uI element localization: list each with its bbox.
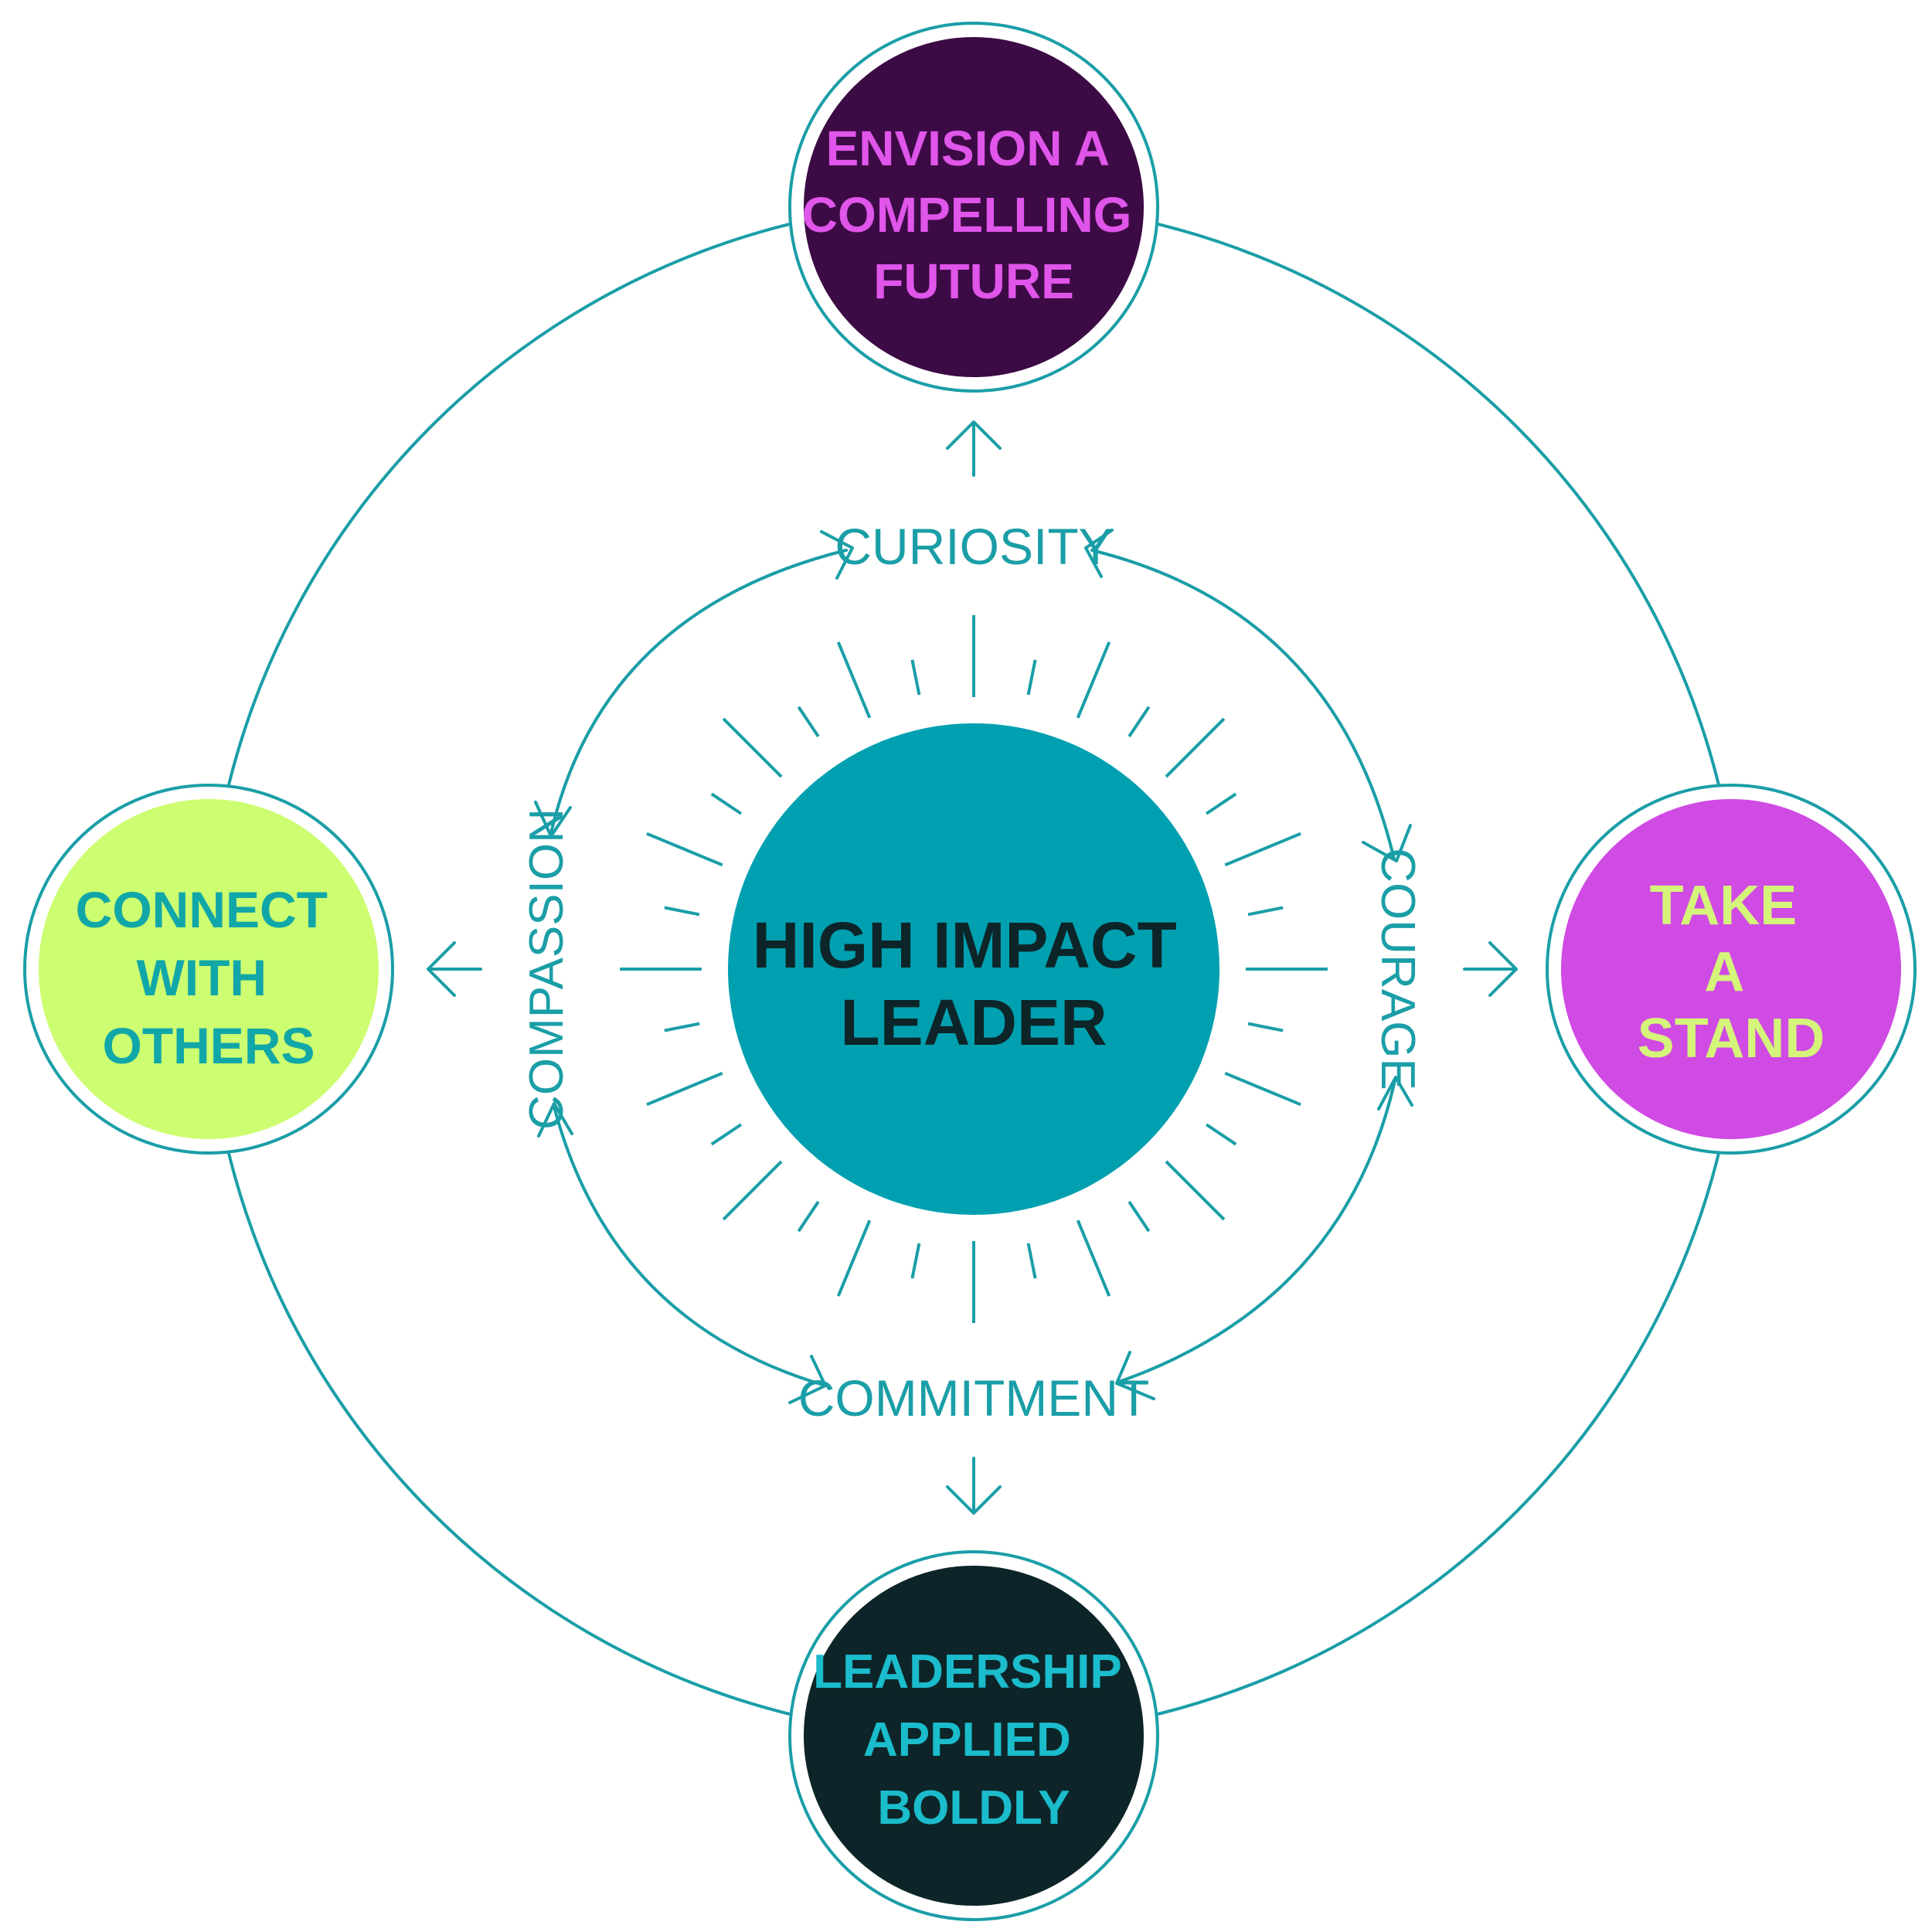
- node-envision: ENVISION A COMPELLING FUTURE: [788, 22, 1159, 393]
- arc-curiosity-compassion: [549, 549, 848, 835]
- node-circle: [1561, 799, 1901, 1139]
- arrowhead: [1377, 1076, 1413, 1111]
- value-commitment: COMMITMENT: [798, 1369, 1150, 1427]
- sunburst-ray: [1128, 1200, 1151, 1233]
- sunburst-ray: [910, 659, 921, 696]
- sunburst-ray: [1076, 641, 1111, 719]
- sunburst-ray: [1165, 717, 1226, 778]
- sunburst-ray: [1205, 792, 1237, 815]
- sunburst-ray: [797, 1200, 820, 1233]
- sunburst-ray: [1128, 706, 1151, 738]
- sunburst-ray: [1026, 1243, 1037, 1279]
- sunburst-ray: [1247, 906, 1284, 917]
- sunburst-ray: [710, 792, 743, 815]
- sunburst-ray: [710, 1123, 743, 1146]
- node-connect-with-others: CONNECT WITH OTHERS: [23, 784, 394, 1155]
- sunburst-ray: [664, 1022, 700, 1032]
- node-leadership-applied: LEADERSHIP APPLIED BOLDLY: [788, 1550, 1159, 1921]
- arrowhead: [1362, 824, 1412, 862]
- sunburst-ray: [722, 717, 783, 778]
- sunburst-ray: [910, 1243, 921, 1279]
- sunburst-ray: [646, 832, 723, 867]
- arrowhead: [1115, 1351, 1155, 1400]
- sunburst-ray: [646, 1071, 723, 1107]
- arc-compassion-commitment: [553, 1105, 825, 1386]
- arrowhead: [537, 1102, 573, 1138]
- center-label-line: LEADER: [840, 986, 1107, 1059]
- node-label: ENVISION A COMPELLING FUTURE: [802, 121, 1145, 309]
- node-circle: [804, 1566, 1144, 1906]
- sunburst-ray: [1205, 1123, 1237, 1146]
- node-take-a-stand: TAKE A STAND: [1546, 784, 1917, 1155]
- center-node: HIGH IMPACT LEADER: [728, 723, 1219, 1215]
- center-label: HIGH IMPACT LEADER: [753, 909, 1195, 1059]
- center-label-line: HIGH IMPACT: [753, 909, 1177, 981]
- sunburst-ray: [797, 706, 820, 738]
- sunburst-ray: [1224, 1071, 1301, 1107]
- sunburst-rays: [620, 615, 1328, 1323]
- arrowhead: [946, 420, 1002, 450]
- node-label: LEADERSHIP APPLIED BOLDLY: [813, 1645, 1134, 1835]
- sunburst-ray: [1224, 832, 1301, 867]
- sunburst-ray: [836, 1219, 872, 1297]
- arrowhead: [946, 1485, 1002, 1515]
- arrowhead: [788, 1355, 827, 1404]
- node-circle: [804, 37, 1144, 377]
- center-circle: [728, 723, 1219, 1215]
- node-label: CONNECT WITH OTHERS: [76, 881, 342, 1074]
- sunburst-ray: [664, 906, 700, 917]
- arrowhead: [427, 941, 456, 997]
- node-circle: [39, 799, 379, 1139]
- arrowhead: [1084, 529, 1114, 578]
- arrowhead: [820, 530, 854, 580]
- value-courage: COURAGE: [1371, 848, 1424, 1090]
- value-arcs: [534, 529, 1413, 1404]
- arc-curiosity-courage: [1090, 549, 1396, 861]
- outward-arrows: [427, 420, 1518, 1515]
- value-curiosity: CURIOSITY: [835, 518, 1112, 575]
- sunburst-ray: [836, 641, 872, 719]
- value-compassion: COMPASSION: [520, 808, 573, 1130]
- sunburst-ray: [1026, 659, 1037, 696]
- arrowhead: [1488, 941, 1518, 997]
- sunburst-ray: [722, 1160, 783, 1221]
- arc-courage-commitment: [1117, 1079, 1396, 1383]
- arrowhead: [534, 801, 572, 838]
- sunburst-ray: [1247, 1022, 1284, 1032]
- sunburst-ray: [1165, 1160, 1226, 1221]
- node-label: TAKE A STAND: [1638, 875, 1825, 1070]
- sunburst-ray: [1076, 1219, 1111, 1297]
